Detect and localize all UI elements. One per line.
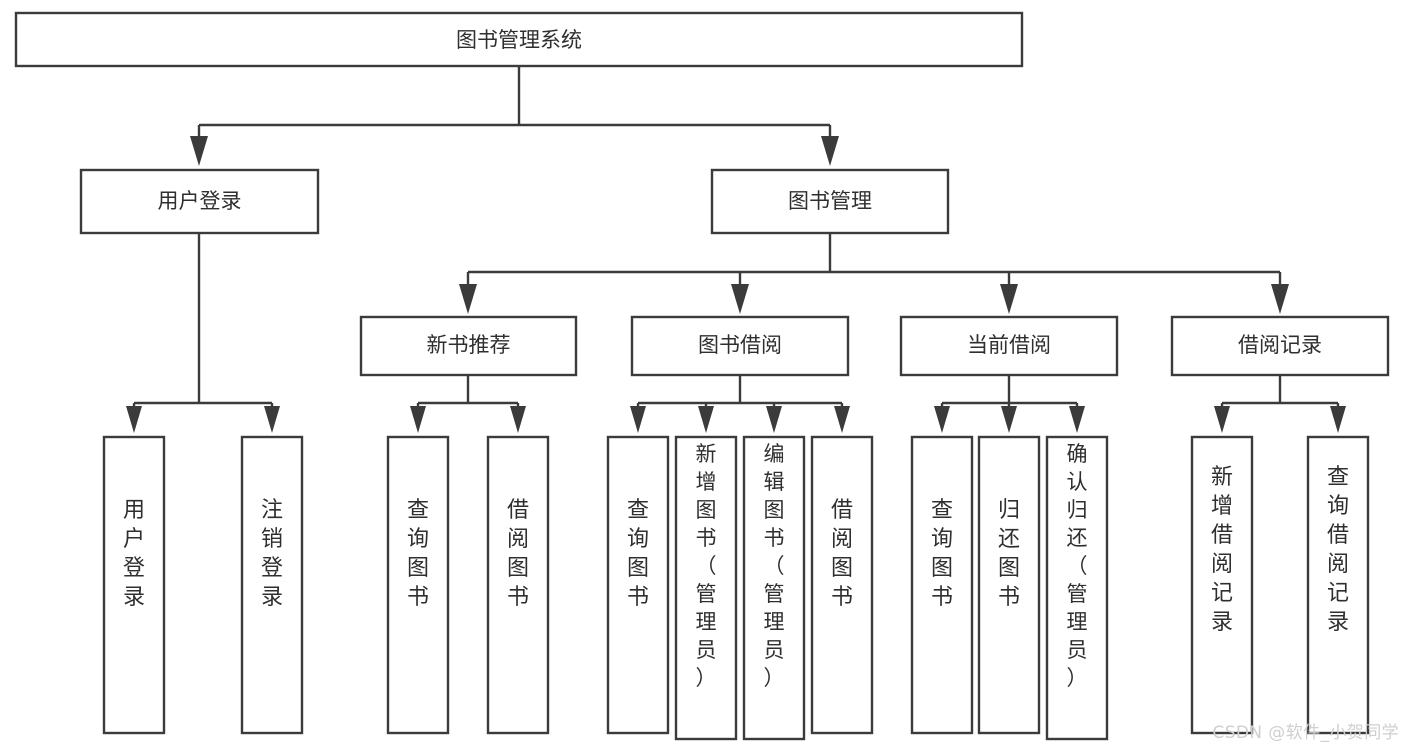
arrow-head-leaf-return-book (1001, 406, 1017, 433)
leaf-return-book-label: 归还图书 (998, 498, 1020, 610)
edge-group-borrow-record-to-leaves (1214, 375, 1346, 433)
leaf-confirm-return-admin[interactable]: 确认归还（管理员） (1045, 435, 1109, 741)
edge-group-book-mgmt-to-level3 (459, 233, 1289, 314)
node-book-borrow[interactable]: 图书借阅 (630, 315, 850, 377)
arrow-head-book-mgmt (821, 136, 839, 166)
leaf-borrow-book-newbook-box[interactable] (486, 435, 550, 735)
node-new-book-recommend[interactable]: 新书推荐 (359, 315, 578, 377)
arrow-head-leaf-query-book-3 (934, 406, 950, 433)
arrow-head-leaf-borrow-book-2 (834, 406, 850, 433)
node-new-book-recommend-box[interactable] (359, 315, 578, 377)
node-new-book-recommend-label: 新书推荐 (427, 333, 511, 357)
node-borrow-record-label: 借阅记录 (1238, 333, 1322, 357)
leaf-edit-book-admin-box[interactable] (742, 435, 806, 741)
arrow-head-leaf-add-record (1214, 406, 1230, 433)
arrow-head-current-borrow (1000, 284, 1018, 314)
leaf-return-book[interactable]: 归还图书 (977, 435, 1041, 735)
leaf-borrow-book-borrow-box[interactable] (810, 435, 874, 735)
edge-group-user-login-to-leaves (126, 233, 280, 433)
leaf-add-borrow-record-label: 新增借阅记录 (1211, 465, 1233, 635)
leaf-add-book-admin-label: 新增图书（管理员） (696, 442, 717, 690)
node-user-login-box[interactable] (79, 168, 320, 235)
leaf-borrow-book-newbook[interactable]: 借阅图书 (486, 435, 550, 735)
node-book-management-box[interactable] (710, 168, 950, 235)
node-user-login-label: 用户登录 (158, 189, 242, 213)
node-book-management-label: 图书管理 (788, 189, 872, 213)
leaf-edit-book-admin[interactable]: 编辑图书（管理员） (742, 435, 806, 741)
edge-group-new-book-to-leaves (410, 375, 526, 433)
leaf-borrow-book-borrow[interactable]: 借阅图书 (810, 435, 874, 735)
leaf-query-book-newbook[interactable]: 查询图书 (386, 435, 450, 735)
arrow-head-leaf-query-book-1 (410, 406, 426, 433)
leaf-query-borrow-record[interactable]: 查询借阅记录 (1306, 435, 1370, 735)
leaf-logout-box[interactable] (240, 435, 304, 735)
node-root-system[interactable]: 图书管理系统 (14, 11, 1024, 68)
arrow-head-leaf-query-record (1330, 406, 1346, 433)
node-current-borrow-label: 当前借阅 (967, 333, 1051, 357)
leaf-user-login-label: 用户登录 (123, 498, 145, 610)
leaf-confirm-return-admin-label: 确认归还（管理员） (1067, 442, 1088, 690)
arrow-head-leaf-query-book-2 (630, 406, 646, 433)
arrow-head-book-borrow (731, 284, 749, 314)
arrow-head-user-login (190, 136, 208, 166)
leaf-query-borrow-record-box[interactable] (1306, 435, 1370, 735)
leaf-confirm-return-admin-box[interactable] (1045, 435, 1109, 741)
node-root-box[interactable] (14, 11, 1024, 68)
node-root-label: 图书管理系统 (456, 28, 582, 52)
leaf-borrow-book-borrow-label: 借阅图书 (831, 498, 853, 610)
leaf-user-login[interactable]: 用户登录 (102, 435, 166, 735)
leaf-query-book-borrow-box[interactable] (606, 435, 670, 735)
leaf-add-borrow-record-box[interactable] (1190, 435, 1254, 735)
node-user-login[interactable]: 用户登录 (79, 168, 320, 235)
node-book-management[interactable]: 图书管理 (710, 168, 950, 235)
leaf-query-book-current[interactable]: 查询图书 (910, 435, 974, 735)
leaf-logout-label: 注销登录 (261, 498, 283, 610)
leaf-edit-book-admin-label: 编辑图书（管理员） (764, 442, 785, 690)
arrow-head-borrow-record (1271, 284, 1289, 314)
arrow-head-leaf-add-book (698, 406, 714, 433)
arrow-head-leaf-edit-book (766, 406, 782, 433)
leaf-query-book-current-box[interactable] (910, 435, 974, 735)
leaf-borrow-book-newbook-label: 借阅图书 (507, 498, 529, 610)
node-current-borrow[interactable]: 当前借阅 (899, 315, 1119, 377)
leaf-query-borrow-record-label: 查询借阅记录 (1327, 465, 1349, 635)
arrow-head-leaf-user-login (126, 406, 142, 433)
node-borrow-record[interactable]: 借阅记录 (1170, 315, 1390, 377)
leaf-add-book-admin-box[interactable] (674, 435, 738, 741)
arrow-head-leaf-borrow-book-1 (510, 406, 526, 433)
edge-group-current-borrow-to-leaves (934, 375, 1085, 433)
leaf-return-book-box[interactable] (977, 435, 1041, 735)
leaf-add-book-admin[interactable]: 新增图书（管理员） (674, 435, 738, 741)
node-book-borrow-box[interactable] (630, 315, 850, 377)
leaf-query-book-borrow-label: 查询图书 (627, 498, 649, 610)
leaf-query-book-borrow[interactable]: 查询图书 (606, 435, 670, 735)
arrow-head-new-book (459, 284, 477, 314)
leaf-query-book-newbook-box[interactable] (386, 435, 450, 735)
node-book-borrow-label: 图书借阅 (698, 333, 782, 357)
edge-group-book-borrow-to-leaves (630, 375, 850, 433)
edge-group-root-to-level2 (190, 66, 839, 166)
leaf-logout[interactable]: 注销登录 (240, 435, 304, 735)
leaf-query-book-current-label: 查询图书 (931, 498, 953, 610)
node-borrow-record-box[interactable] (1170, 315, 1390, 377)
leaf-user-login-box[interactable] (102, 435, 166, 735)
leaf-query-book-newbook-label: 查询图书 (407, 498, 429, 610)
arrow-head-leaf-logout (264, 406, 280, 433)
node-current-borrow-box[interactable] (899, 315, 1119, 377)
arrow-head-leaf-confirm-return (1069, 406, 1085, 433)
leaf-add-borrow-record[interactable]: 新增借阅记录 (1190, 435, 1254, 735)
